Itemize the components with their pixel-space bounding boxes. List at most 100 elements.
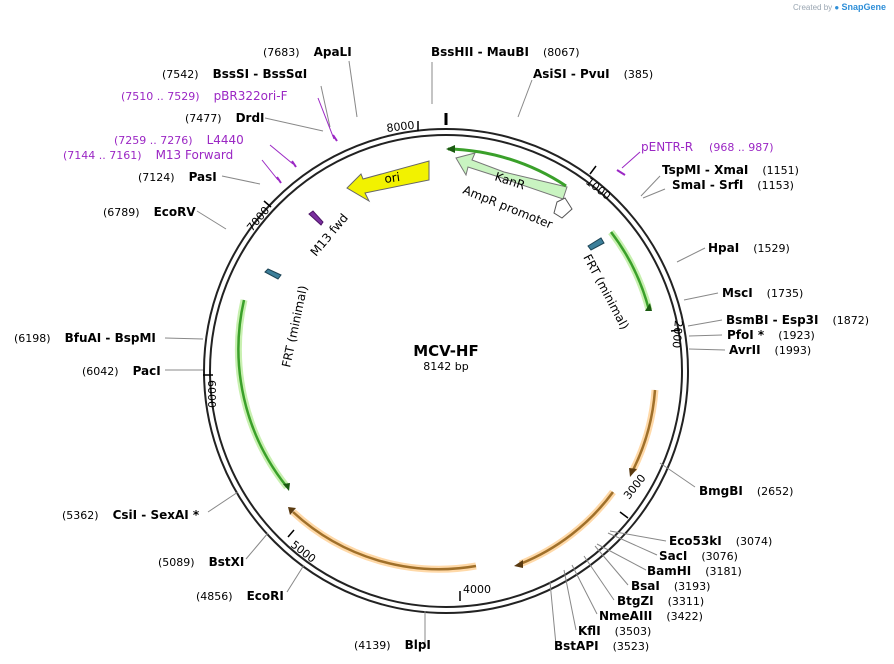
site-bstxi: (5089)BstXI [158,555,244,569]
frt-right-label: FRT (minimal) [580,252,631,332]
tick-label-2000: 2000 [670,320,685,349]
tick-mark-3000 [619,511,629,519]
orf-orange-right-glow [629,389,659,472]
leader-msci [683,292,719,301]
primer-l4440-name: L4440 [207,133,244,147]
site-pfoi-name: PfoI * [727,328,765,342]
site-ecorv: (6789) EcoRV [103,205,196,219]
primer-m13-forward: (7144 .. 7161)M13 Forward [63,148,233,162]
primer-pbr322ori-f: (7510 .. 7529)pBR322ori-F [121,89,288,103]
site-asisi: AsiSI - PvuI(385) [533,67,653,81]
orf-orange-bottom-right-arc [519,491,615,566]
tick-mark-2000 [670,329,681,332]
site-drdi-pos: (7477) [185,112,222,125]
leader-pfoi [688,334,723,337]
site-bmgbi-name: BmgBI [699,484,743,498]
site-csii: (5362)CsiI - SexAI * [62,508,200,522]
site-smai-pos: (1153) [757,179,794,192]
site-saci-name: SacI [659,549,687,563]
primer-m13-forward-name: M13 Forward [156,148,234,162]
site-bsai-name: BsaI [631,579,660,593]
primer-pentr-r: pENTR-R(968 .. 987) [641,140,774,154]
primer-mark-l4440 [291,160,297,168]
orf-right-arrowhead [645,303,652,311]
site-kfli-pos: (3503) [615,625,652,638]
primer-pbr322ori-f-pos: (7510 .. 7529) [121,90,200,103]
site-bsssi: (7542)BssSI - BssSαI [162,67,307,81]
primer-labels: pENTR-R(968 .. 987) (7510 .. 7529)pBR322… [63,89,774,162]
site-smai-name: SmaI - SrfI [672,178,743,192]
site-apali-pos: (7683) [263,46,300,59]
orf-orange-bottom-right-arrowhead [514,560,523,568]
site-blpi-name: BlpI [405,638,431,652]
site-asisi-name: AsiSI - PvuI [533,67,610,81]
site-bmgbi: BmgBI(2652) [699,484,793,498]
site-bamhi: BamHI(3181) [647,564,742,578]
leader-tspmi [640,175,661,197]
backbone-outer-ring [203,128,689,614]
leader-pentr-r [621,151,641,169]
tick-label-1000: 1000 [583,175,613,202]
site-labels: BssHII - MauBI(8067) AsiSI - PvuI(385) T… [14,45,869,653]
leader-bfuai [164,337,204,340]
tick-mark-1000 [589,165,597,175]
credit-brand: SnapGene [841,2,886,12]
site-bamhi-name: BamHI [647,564,691,578]
leader-bamhi [596,543,647,571]
primer-pentr-r-name: pENTR-R [641,140,693,154]
leader-smai [642,188,666,199]
site-bsmbi-name: BsmBI - Esp3I [726,313,818,327]
leader-l4440 [269,144,294,165]
leader-apali [348,60,358,118]
tick-mark-7000 [263,200,272,208]
site-ecorv-pos: (6789) [103,206,140,219]
frt-right-arrow [587,237,605,251]
site-kfli-name: KflI [578,624,601,638]
leader-drdi [264,117,324,132]
site-ecori-pos: (4856) [196,590,233,603]
site-hpai-pos: (1529) [753,242,790,255]
kanr-orf-arrowhead [446,145,455,153]
plasmid-name: MCV-HF [413,342,478,360]
site-eco53ki-name: Eco53kI [669,534,722,548]
frt-left-arrow [264,268,282,280]
leader-bstapi [549,581,557,646]
snapgene-logo-icon: ● [834,3,840,12]
primer-mark-pbr322ori-f [332,134,338,142]
tick-mark-5000 [287,529,295,538]
leader-bmgbi [659,462,696,488]
site-blpi-pos: (4139) [354,639,391,652]
site-paci-name: PacI [133,364,161,378]
orf-left-arrowhead [283,483,290,491]
site-ecori: (4856)EcoRI [196,589,284,603]
site-avrii-name: AvrII [729,343,761,357]
site-bstapi-pos: (3523) [613,640,650,653]
tick-label-4000: 4000 [463,583,491,596]
site-ecorv-name: EcoRV [154,205,197,219]
primer-marks [276,134,626,184]
site-pfoi: PfoI *(1923) [727,328,815,342]
site-bsssi-pos: (7542) [162,68,199,81]
site-tspmi-name: TspMI - XmaI [662,163,748,177]
site-apali: (7683) ApaLI [263,45,352,59]
orf-orange-right-arrowhead [629,468,637,477]
site-btgzi: BtgZI(3311) [617,594,704,608]
backbone-inner-ring [209,134,683,608]
leader-btgzi [583,555,615,601]
site-blpi: (4139) BlpI [354,638,431,652]
leader-bsmbi [687,319,723,327]
leader-pasi [221,175,261,185]
orf-orange-bottom-arc [292,511,477,571]
primer-l4440: (7259 .. 7276)L4440 [114,133,244,147]
leader-bstxi [245,532,269,560]
site-msci-pos: (1735) [767,287,804,300]
site-apali-name: ApaLI [314,45,352,59]
orf-orange-bottom-glow [290,509,477,573]
leader-hpai [676,247,706,263]
site-csii-pos: (5362) [62,509,99,522]
primer-leader-lines [261,97,641,181]
site-bsmbi-pos: (1872) [832,314,869,327]
snapgene-credit: Created by ● SnapGene [793,2,886,12]
site-hpai: HpaI(1529) [708,241,790,255]
site-bstapi-name: BstAPI [554,639,599,653]
